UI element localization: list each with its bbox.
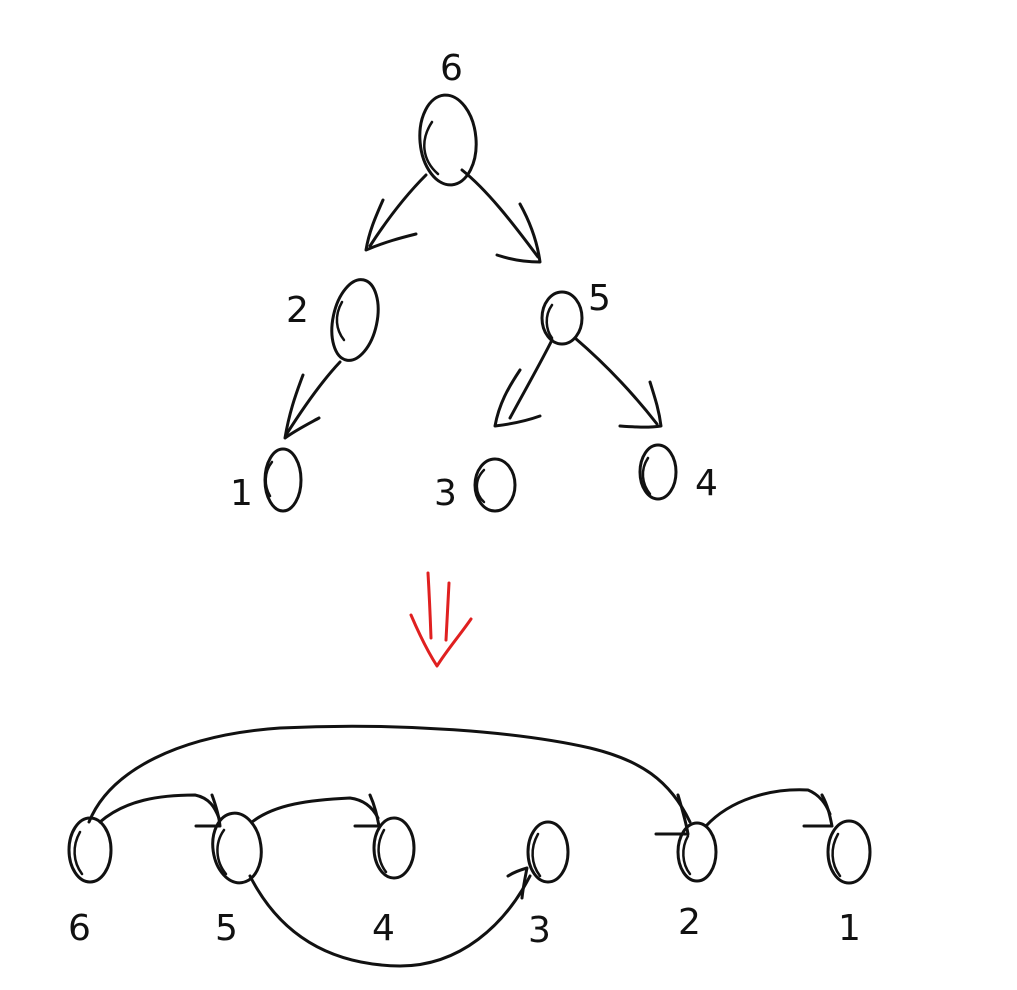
sequence-link-6-5 [98, 793, 222, 828]
sequence-node-2: 2 [676, 821, 718, 943]
tree-label-1: 1 [230, 473, 253, 514]
tree-node-4: 4 [638, 443, 718, 504]
sequence-diagram: 6 5 4 3 2 1 [67, 724, 872, 968]
tree-node-1: 1 [230, 447, 303, 514]
tree-label-4: 4 [695, 463, 718, 504]
sequence-label-1: 1 [838, 908, 861, 949]
sequence-node-1: 1 [826, 819, 872, 949]
tree-node-6: 6 [418, 48, 478, 187]
sequence-node-3: 3 [526, 820, 570, 951]
tree-edge-5-3 [493, 338, 554, 428]
tree-node-5: 5 [540, 278, 611, 346]
tree-node-3: 3 [434, 457, 517, 514]
tree-node-2: 2 [286, 278, 380, 362]
sequence-node-4: 4 [372, 816, 416, 949]
sequence-label-6: 6 [68, 908, 91, 949]
sequence-label-2: 2 [678, 902, 701, 943]
tree-edge-6-5 [460, 168, 542, 264]
sequence-label-4: 4 [372, 908, 395, 949]
sequence-link-6-2 [87, 724, 692, 836]
tree-label-2: 2 [286, 290, 309, 331]
tree-label-3: 3 [434, 473, 457, 514]
tree-label-5: 5 [588, 278, 611, 319]
sequence-link-2-1 [704, 788, 834, 828]
sequence-label-5: 5 [215, 908, 238, 949]
sequence-link-5-3 [248, 866, 532, 968]
sequence-node-5: 5 [211, 811, 263, 949]
tree-edge-5-4 [573, 336, 663, 429]
tree-diagram: 6 2 5 1 3 4 [230, 48, 718, 514]
tree-label-6: 6 [440, 48, 463, 89]
transform-arrow [409, 571, 473, 668]
sequence-link-5-4 [250, 793, 381, 828]
tree-edge-6-2 [364, 173, 428, 252]
sequence-node-6: 6 [67, 816, 113, 949]
tree-edge-2-1 [283, 360, 342, 440]
sequence-label-3: 3 [528, 910, 551, 951]
